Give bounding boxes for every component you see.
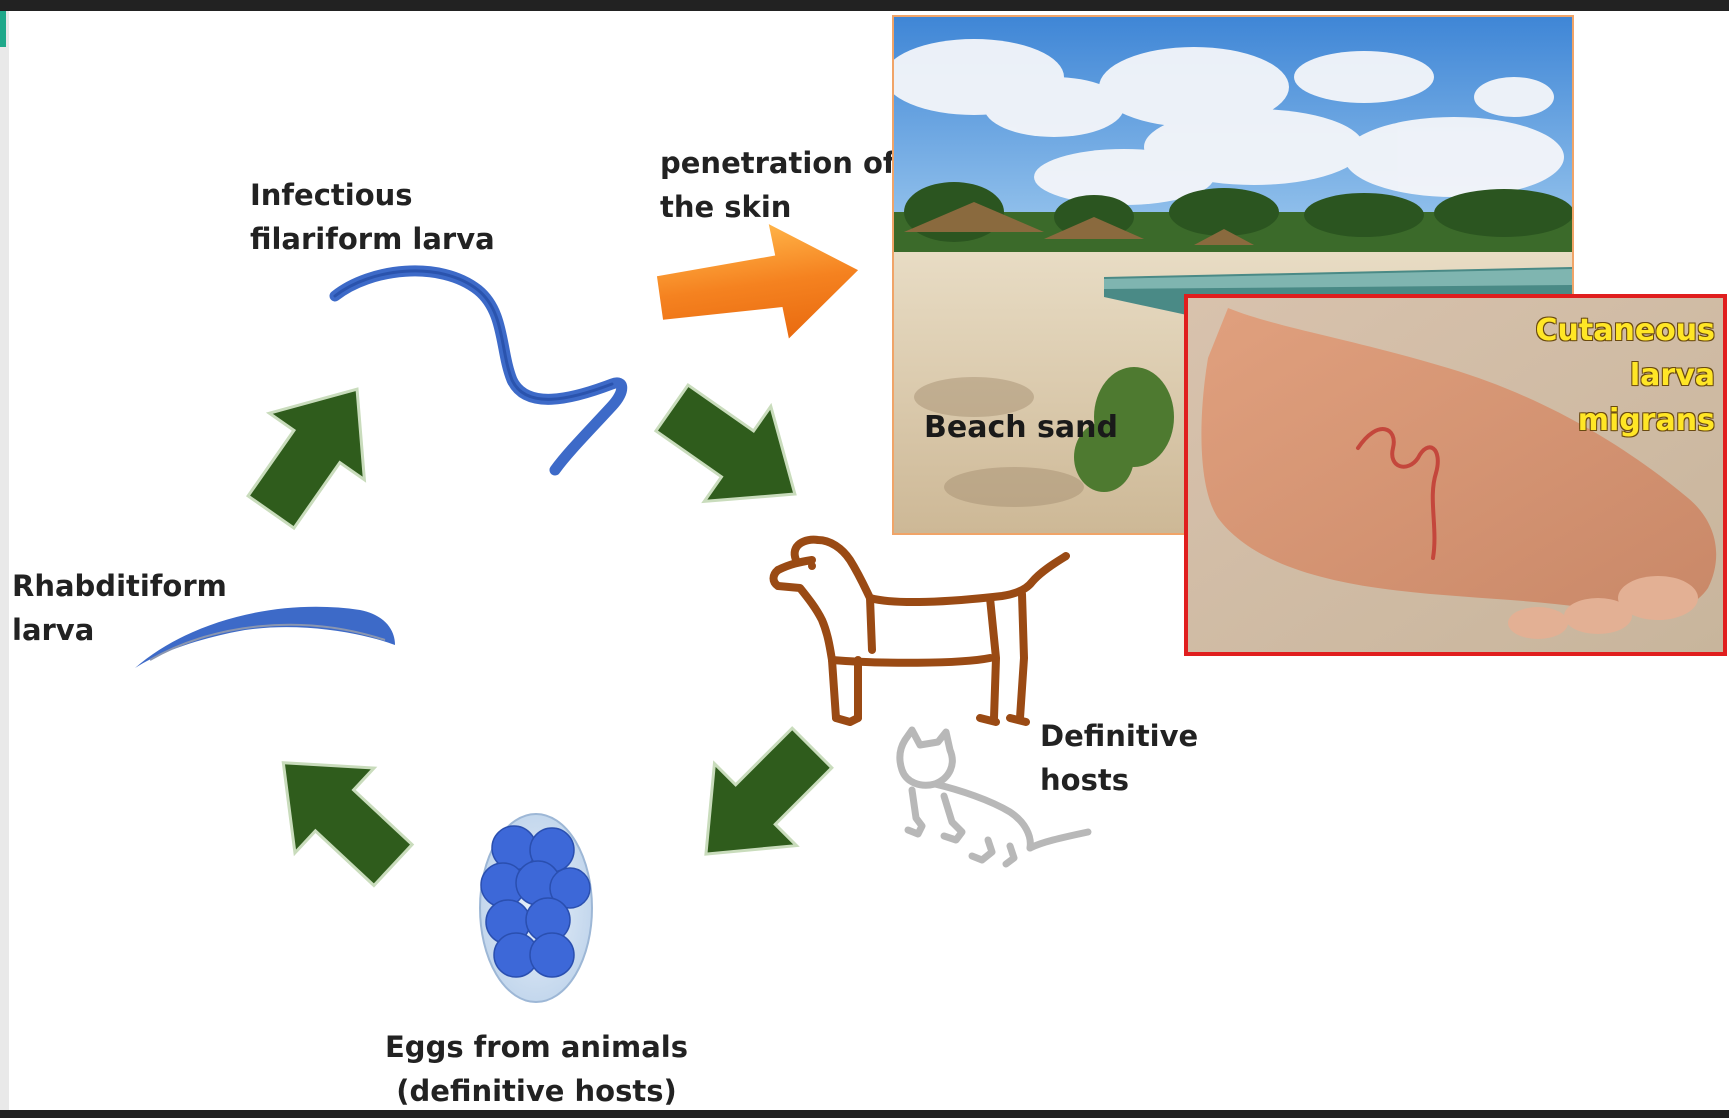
infectious-filariform-label: Infectious filariform larva <box>250 173 495 261</box>
cutaneous-larva-migrans-photo: Cutaneous larva migrans <box>1184 294 1727 656</box>
egg-icon <box>480 814 592 1002</box>
beach-sand-label: Beach sand <box>924 405 1118 450</box>
rhabditiform-larva-label: Rhabditiform larva <box>12 564 227 652</box>
filariform-larva-icon <box>335 271 622 470</box>
definitive-hosts-label: Definitive hosts <box>1040 714 1198 802</box>
dog-icon <box>774 540 1067 722</box>
penetration-skin-label: penetration of the skin <box>660 141 895 229</box>
cycle-arrow-to-filariform <box>223 356 404 545</box>
dog-eye-icon <box>808 562 816 570</box>
cycle-arrow-to-rhabditiform <box>244 720 433 907</box>
cycle-arrow-to-host <box>639 360 828 541</box>
cycle-arrow-to-eggs <box>665 707 853 895</box>
cutaneous-larva-migrans-label: Cutaneous larva migrans <box>1536 308 1716 443</box>
eggs-label: Eggs from animals (definitive hosts) <box>385 1025 688 1113</box>
skin-penetration-arrow <box>652 213 866 356</box>
